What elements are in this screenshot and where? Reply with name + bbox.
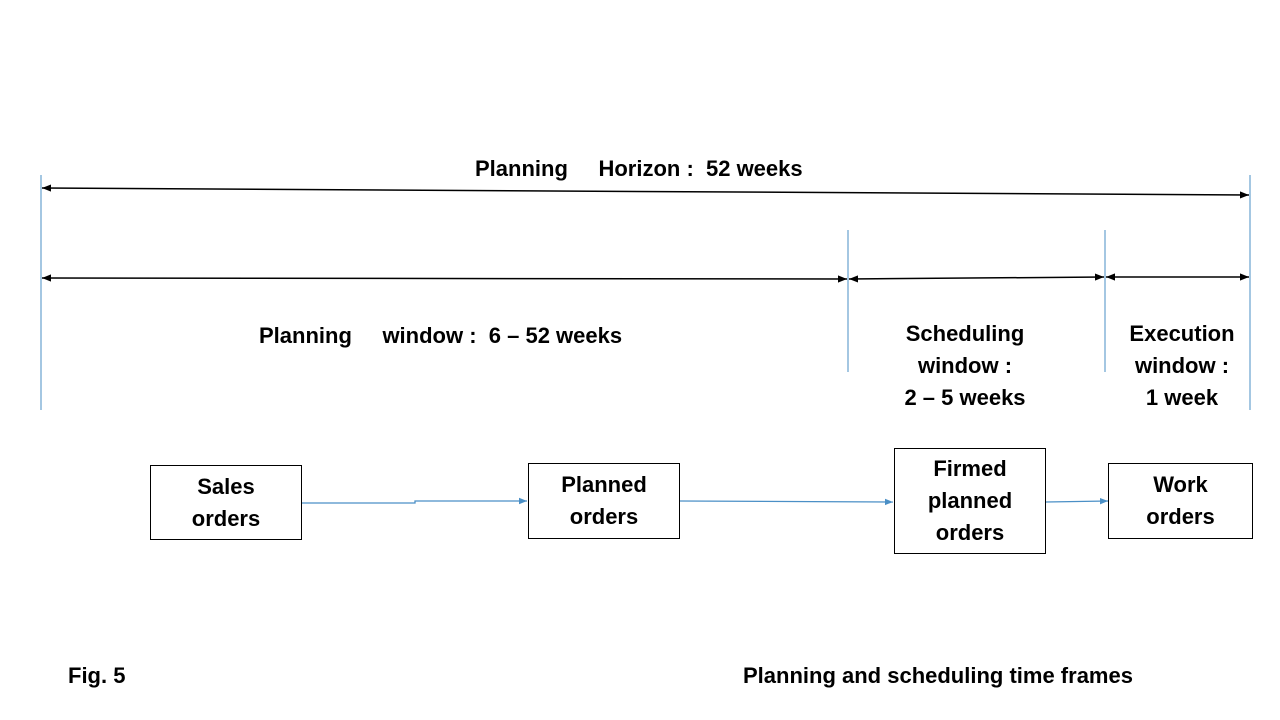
figure-number: Fig. 5 bbox=[68, 663, 126, 688]
firmed-planned-orders-label: Firmed planned orders bbox=[927, 456, 1013, 545]
sales-orders-box: Sales orders bbox=[150, 465, 302, 540]
planned-orders-box: Planned orders bbox=[528, 463, 680, 539]
figure-caption: Planning and scheduling time frames bbox=[743, 663, 1133, 688]
flow-arrow-firmed-to-work bbox=[1045, 497, 1109, 505]
planned-orders-label: Planned orders bbox=[561, 472, 647, 529]
firmed-planned-orders-box: Firmed planned orders bbox=[894, 448, 1046, 554]
sales-orders-label: Sales orders bbox=[191, 473, 261, 531]
execution-window-label: Execution window : 1 week bbox=[1129, 321, 1235, 410]
horizon-span-arrow bbox=[41, 184, 1250, 199]
scheduling-window-label: Scheduling window : 2 – 5 weeks bbox=[904, 321, 1026, 410]
planning-window-span-arrow bbox=[41, 274, 848, 283]
flow-arrow-planned-to-firmed bbox=[679, 498, 894, 506]
work-orders-box: Work orders bbox=[1108, 463, 1253, 539]
work-orders-label: Work orders bbox=[1146, 472, 1215, 529]
planning-window-label: Planning window : 6 – 52 weeks bbox=[259, 323, 623, 348]
scheduling-window-span-arrow bbox=[848, 273, 1105, 283]
flow-arrow-sales-to-planned bbox=[302, 497, 527, 505]
planning-horizon-label: Planning Horizon : 52 weeks bbox=[475, 156, 803, 181]
